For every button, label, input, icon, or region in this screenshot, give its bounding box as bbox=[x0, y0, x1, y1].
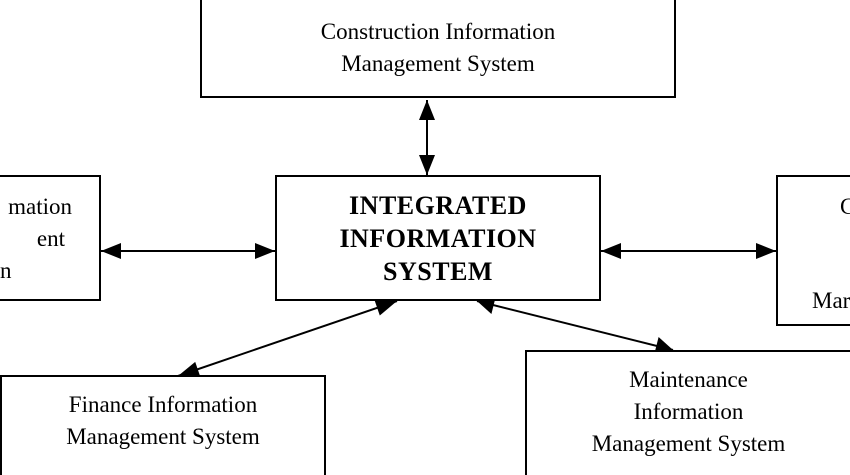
arrowhead bbox=[756, 243, 776, 259]
box-label: Construction Information bbox=[320, 19, 556, 44]
box-label: SYSTEM bbox=[383, 256, 493, 286]
box-label: Mar bbox=[812, 288, 850, 313]
arrowhead bbox=[419, 155, 435, 175]
box-label: ent bbox=[36, 226, 65, 251]
arrowhead bbox=[101, 243, 121, 259]
box-label: n bbox=[0, 258, 12, 283]
finance-system-box: Finance Information Management System bbox=[0, 375, 326, 475]
box-label: Management System bbox=[591, 431, 786, 456]
left-system-box: mation ent n bbox=[0, 175, 101, 301]
arrowhead bbox=[178, 361, 201, 377]
box-label: INTEGRATED bbox=[349, 190, 527, 220]
arrowhead bbox=[255, 243, 275, 259]
box-label: Information bbox=[633, 399, 744, 424]
box-label: C bbox=[840, 194, 850, 219]
arrow-maintenance bbox=[476, 300, 674, 351]
arrowhead bbox=[419, 100, 435, 120]
box-label: mation bbox=[8, 194, 72, 219]
maintenance-system-box: Maintenance Information Management Syste… bbox=[525, 350, 850, 475]
arrowhead bbox=[601, 243, 621, 259]
box-label: Management System bbox=[66, 424, 260, 449]
arrowhead bbox=[654, 337, 673, 353]
box-label: Finance Information bbox=[68, 392, 258, 417]
arrowhead bbox=[477, 298, 496, 314]
right-system-box: C Mar bbox=[776, 175, 850, 326]
box-label: Management System bbox=[341, 51, 535, 76]
construction-system-box: Construction Information Management Syst… bbox=[200, 0, 676, 98]
arrowhead bbox=[374, 300, 397, 316]
box-label: Maintenance bbox=[629, 367, 748, 392]
box-label: INFORMATION bbox=[339, 223, 537, 253]
integrated-system-box: INTEGRATED INFORMATION SYSTEM bbox=[275, 175, 601, 301]
arrow-finance bbox=[177, 300, 398, 377]
